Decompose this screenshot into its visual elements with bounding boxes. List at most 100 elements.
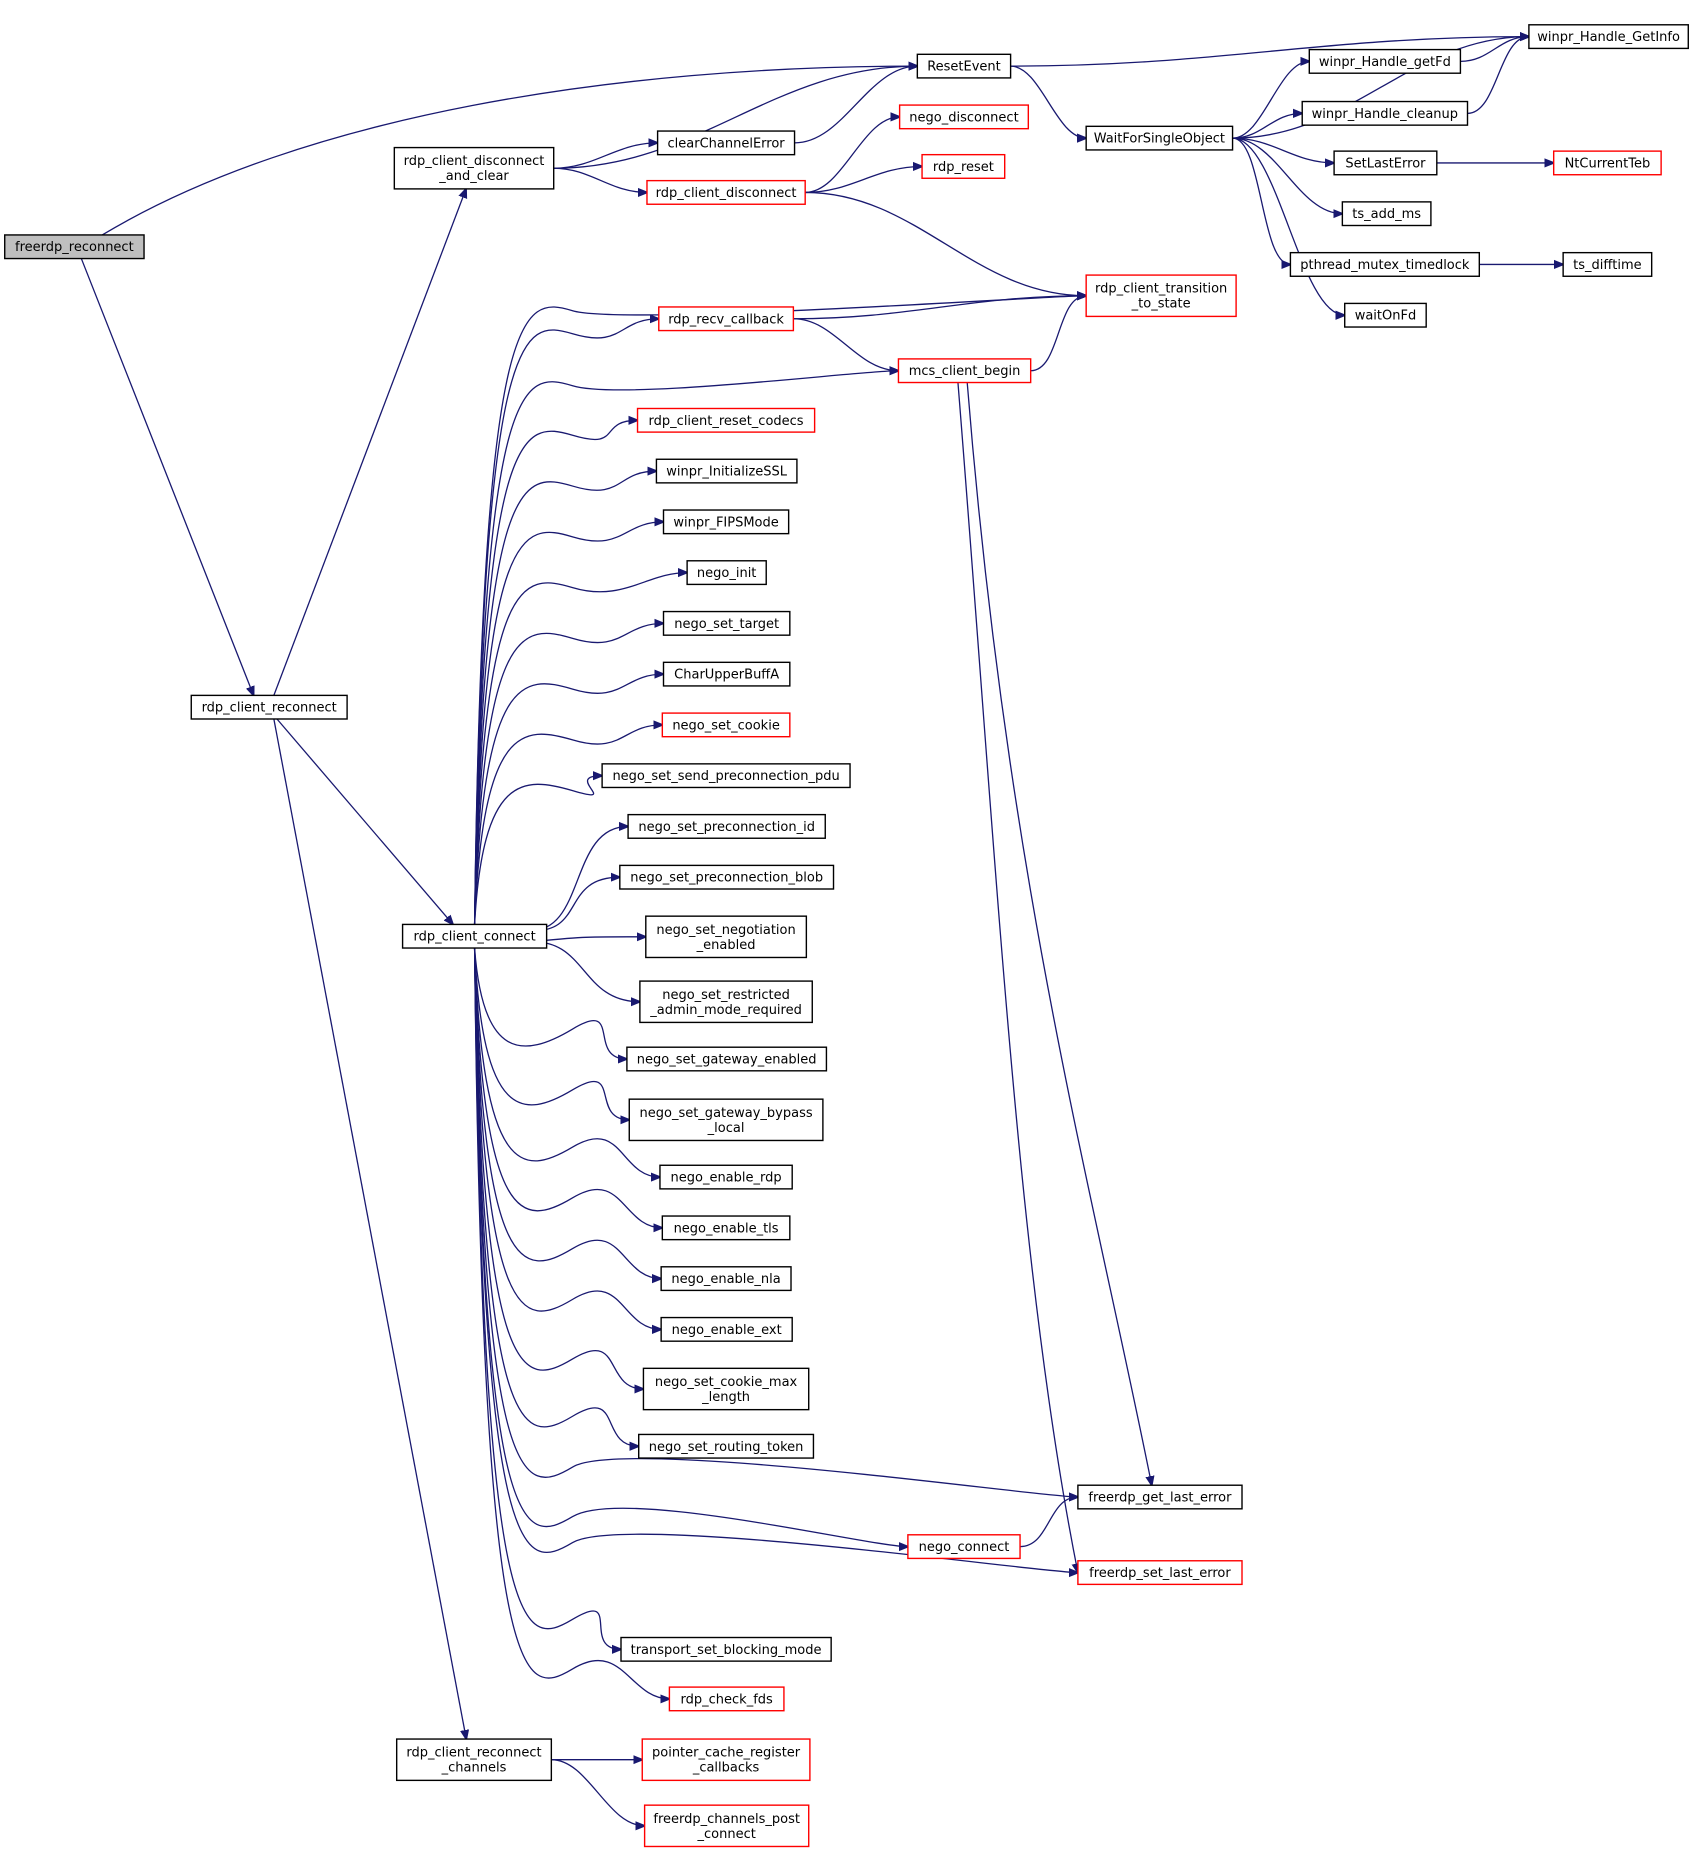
edge-rdp-client-connect-to-nego-set-target xyxy=(473,623,664,925)
node-clearchannelerror[interactable]: clearChannelError xyxy=(656,130,796,156)
node-box xyxy=(619,864,835,890)
node-nego-set-gateway-bypass-local[interactable]: nego_set_gateway_bypass_local xyxy=(628,1098,824,1142)
edge xyxy=(473,319,659,925)
node-ts-difftime[interactable]: ts_difftime xyxy=(1562,251,1653,277)
node-nego-disconnect[interactable]: nego_disconnect xyxy=(898,104,1030,130)
edge xyxy=(473,623,664,925)
node-nego-enable-tls[interactable]: nego_enable_tls xyxy=(661,1215,791,1241)
node-winpr-handle-cleanup[interactable]: winpr_Handle_cleanup xyxy=(1301,100,1469,126)
node-nego-enable-ext[interactable]: nego_enable_ext xyxy=(660,1316,793,1342)
node-label: rdp_reset xyxy=(933,160,994,175)
edge xyxy=(273,189,466,696)
node-label: nego_set_preconnection_id xyxy=(638,820,815,835)
node-transport-set-blocking-mode[interactable]: transport_set_blocking_mode xyxy=(620,1636,832,1662)
node-nego-set-cookie-max-length[interactable]: nego_set_cookie_max_length xyxy=(642,1367,810,1411)
node-ts-add-ms[interactable]: ts_add_ms xyxy=(1341,201,1432,227)
node-rdp-recv-callback[interactable]: rdp_recv_callback xyxy=(658,306,795,332)
node-freerdp-reconnect[interactable]: freerdp_reconnect xyxy=(4,234,145,260)
node-pointer-cache-register-callbacks[interactable]: pointer_cache_register_callbacks xyxy=(641,1738,811,1782)
node-rdp-client-connect[interactable]: rdp_client_connect xyxy=(401,923,548,949)
node-rdp-client-disconnect-and-clear[interactable]: rdp_client_disconnect_and_clear xyxy=(393,146,555,190)
node-nego-set-negotiation-enabled[interactable]: nego_set_negotiation_enabled xyxy=(645,915,808,959)
node-freerdp-channels-post-connect[interactable]: freerdp_channels_post_connect xyxy=(643,1804,810,1848)
node-label: nego_set_cookie xyxy=(672,718,780,733)
node-box xyxy=(660,1266,792,1292)
node-rdp-client-reset-codecs[interactable]: rdp_client_reset_codecs xyxy=(636,407,816,433)
node-rdp-client-transition-to-state[interactable]: rdp_client_transition_to_state xyxy=(1085,274,1237,318)
node-label: rdp_client_transition xyxy=(1095,282,1227,297)
node-setlasterror[interactable]: SetLastError xyxy=(1333,150,1438,176)
node-nego-connect[interactable]: nego_connect xyxy=(907,1534,1021,1560)
node-winpr-fipsmode[interactable]: winpr_FIPSMode xyxy=(662,509,790,535)
edge xyxy=(1232,137,1345,315)
edge-rdp-client-connect-to-freerdp-get-last-error xyxy=(473,948,1078,1497)
edge xyxy=(1010,65,1087,138)
node-winpr-handle-getinfo[interactable]: winpr_Handle_GetInfo xyxy=(1528,24,1689,50)
node-box xyxy=(660,1316,793,1342)
edge-rdp-client-connect-to-winpr-initializessl xyxy=(473,471,657,925)
node-label: rdp_client_reset_codecs xyxy=(649,414,804,429)
node-nego-set-gateway-enabled[interactable]: nego_set_gateway_enabled xyxy=(626,1046,828,1072)
edge-rdp-recv-callback-to-mcs-client-begin xyxy=(793,318,898,371)
node-label: nego_set_routing_token xyxy=(649,1440,804,1455)
node-label: mcs_client_begin xyxy=(909,364,1021,379)
node-ntcurrentteb[interactable]: NtCurrentTeb xyxy=(1552,150,1662,176)
node-pthread-mutex-timedlock[interactable]: pthread_mutex_timedlock xyxy=(1289,251,1481,277)
node-nego-set-restricted-admin-mode-required[interactable]: nego_set_restricted_admin_mode_required xyxy=(639,980,813,1024)
edge-waitforsingleobject-to-waitonfd xyxy=(1232,137,1345,315)
node-label: freerdp_get_last_error xyxy=(1088,1491,1232,1506)
edge xyxy=(805,166,922,194)
node-box xyxy=(627,813,826,839)
node-label: rdp_client_connect xyxy=(414,930,536,945)
edge-waitforsingleobject-to-winpr-handle-getfd xyxy=(1232,61,1310,139)
node-rdp-check-fds[interactable]: rdp_check_fds xyxy=(668,1686,785,1712)
node-resetevent[interactable]: ResetEvent xyxy=(916,53,1012,79)
node-charupperbuffa[interactable]: CharUpperBuffA xyxy=(662,661,791,687)
node-waitonfd[interactable]: waitOnFd xyxy=(1344,302,1427,328)
node-rdp-reset[interactable]: rdp_reset xyxy=(921,153,1006,179)
node-box xyxy=(641,1738,811,1782)
node-label: nego_set_preconnection_blob xyxy=(630,871,823,886)
edge-rdp-client-connect-to-transport-set-blocking-mode xyxy=(473,948,621,1649)
edge-waitforsingleobject-to-pthread-mutex-timedlock xyxy=(1232,137,1291,264)
node-freerdp-set-last-error[interactable]: freerdp_set_last_error xyxy=(1077,1560,1243,1586)
node-label: nego_enable_ext xyxy=(672,1323,782,1338)
edge-waitforsingleobject-to-winpr-handle-cleanup xyxy=(1232,113,1303,139)
node-mcs-client-begin[interactable]: mcs_client_begin xyxy=(897,358,1032,384)
node-label: rdp_client_reconnect xyxy=(202,701,337,716)
node-box xyxy=(897,358,1032,384)
edge-rdp-client-connect-to-freerdp-set-last-error xyxy=(473,948,1078,1573)
node-label: SetLastError xyxy=(1345,156,1426,171)
node-box xyxy=(601,763,851,789)
node-nego-init[interactable]: nego_init xyxy=(686,560,767,586)
node-box xyxy=(639,980,813,1024)
node-freerdp-get-last-error[interactable]: freerdp_get_last_error xyxy=(1077,1484,1243,1510)
node-nego-set-send-preconnection-pdu[interactable]: nego_set_send_preconnection_pdu xyxy=(601,763,851,789)
edge-mcs-client-begin-to-freerdp-set-last-error xyxy=(957,382,1078,1573)
node-rdp-client-disconnect[interactable]: rdp_client_disconnect xyxy=(646,179,806,205)
edge-rdp-client-connect-to-charupperbuffa xyxy=(473,674,664,925)
node-rdp-client-reconnect[interactable]: rdp_client_reconnect xyxy=(190,694,348,720)
node-box xyxy=(1085,125,1234,151)
edge xyxy=(473,947,627,1059)
node-nego-enable-nla[interactable]: nego_enable_nla xyxy=(660,1266,792,1292)
edge xyxy=(793,296,1086,320)
node-box xyxy=(628,1098,824,1142)
node-nego-enable-rdp[interactable]: nego_enable_rdp xyxy=(659,1164,793,1190)
node-winpr-initializessl[interactable]: winpr_InitializeSSL xyxy=(655,458,798,484)
edge xyxy=(526,826,628,931)
node-nego-set-routing-token[interactable]: nego_set_routing_token xyxy=(638,1433,815,1459)
node-label: _and_clear xyxy=(438,169,509,184)
node-nego-set-preconnection-blob[interactable]: nego_set_preconnection_blob xyxy=(619,864,835,890)
node-winpr-handle-getfd[interactable]: winpr_Handle_getFd xyxy=(1308,48,1462,74)
node-label: nego_enable_nla xyxy=(671,1272,780,1287)
node-rdp-client-reconnect-channels[interactable]: rdp_client_reconnect_channels xyxy=(395,1738,553,1782)
node-label: waitOnFd xyxy=(1355,309,1417,324)
node-nego-set-target[interactable]: nego_set_target xyxy=(662,610,791,636)
edge-rdp-client-connect-to-nego-set-preconnection-blob xyxy=(526,877,620,932)
node-waitforsingleobject[interactable]: WaitForSingleObject xyxy=(1085,125,1234,151)
node-nego-set-preconnection-id[interactable]: nego_set_preconnection_id xyxy=(627,813,826,839)
edge-freerdp-reconnect-to-resetevent xyxy=(101,66,917,236)
node-layer: freerdp_reconnectrdp_client_disconnect_a… xyxy=(4,24,1689,1848)
node-nego-set-cookie[interactable]: nego_set_cookie xyxy=(661,712,791,738)
